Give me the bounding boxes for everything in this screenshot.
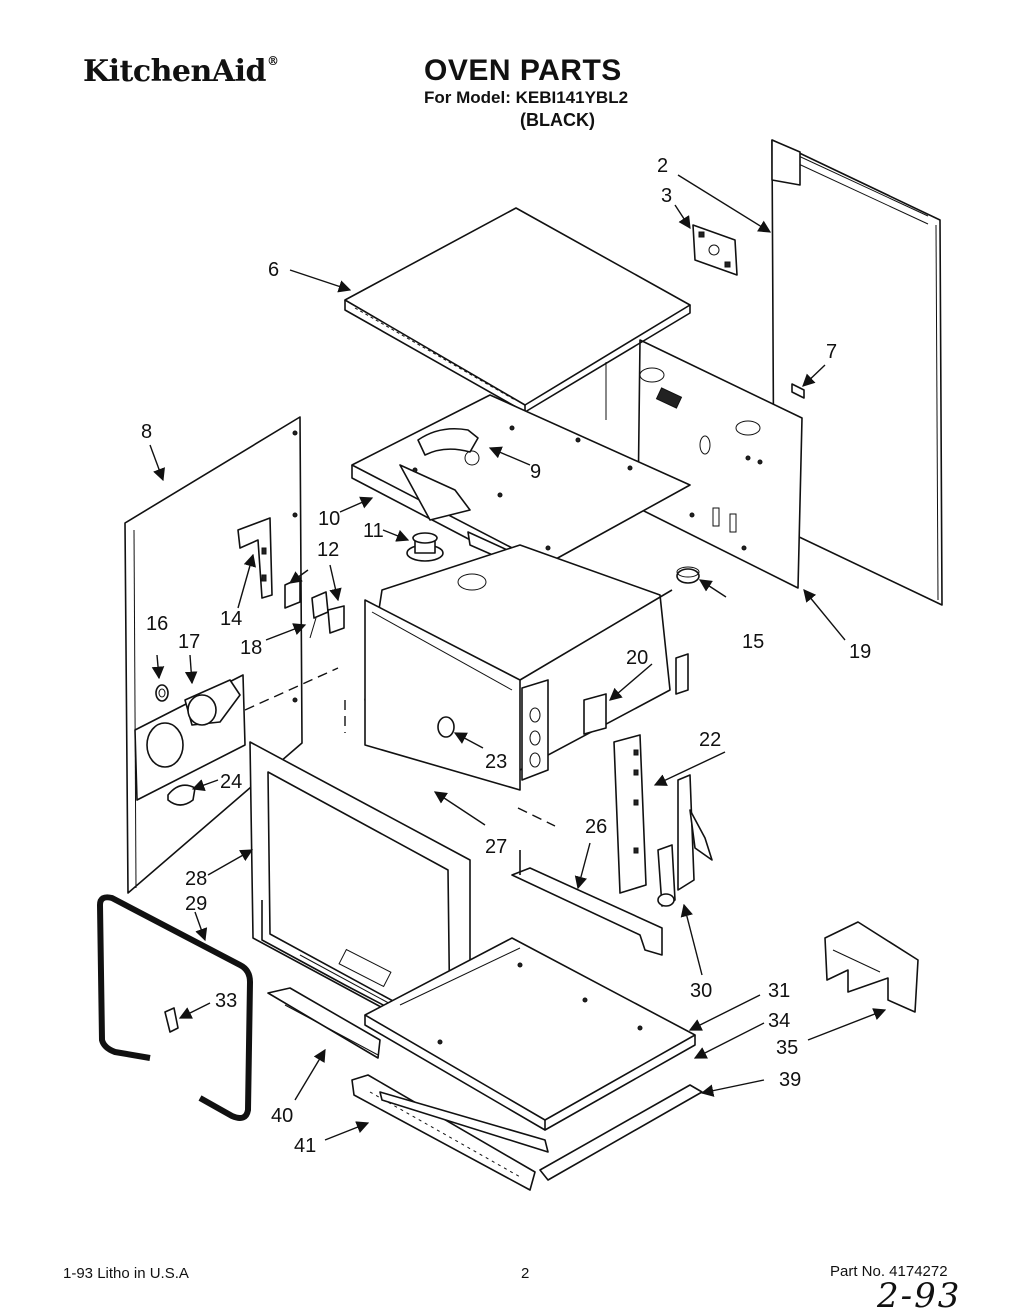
- part-side-rail: [511, 850, 663, 956]
- part-hinge-receiver: [613, 734, 647, 894]
- callout-20: 39: [779, 1069, 801, 1091]
- callout-28: 30: [690, 980, 712, 1002]
- part-side-bracket: [237, 517, 273, 599]
- callout-6: 6: [268, 259, 279, 281]
- part-door-hinge: [657, 774, 713, 907]
- callout-40: 34: [768, 1010, 790, 1032]
- callout-39: 7: [826, 341, 837, 363]
- part-number: Part No. 4174272: [830, 1263, 948, 1280]
- part-cap: [676, 566, 700, 584]
- page-number: 2: [521, 1265, 530, 1282]
- part-bottom-pan: [364, 937, 696, 1131]
- part-door-gasket: [97, 894, 253, 1121]
- callout-30: 15: [742, 631, 764, 653]
- part-rear-panel: [771, 139, 943, 606]
- handwritten-date: 2-93: [877, 1276, 962, 1316]
- callout-9: 11: [363, 520, 384, 542]
- part-hinge-cover: [267, 987, 381, 1059]
- callout-2: 3: [661, 185, 672, 207]
- callout-12: 24: [220, 771, 242, 793]
- footer-litho: 1-93 Litho in U.S.A: [63, 1265, 189, 1282]
- callout-33: 40: [271, 1105, 293, 1127]
- callout-11: 16: [146, 613, 168, 635]
- part-bracket: [692, 224, 738, 276]
- callout-24: 22: [699, 729, 721, 751]
- callout-31: 18: [240, 637, 262, 659]
- part-top-panel: [344, 207, 691, 413]
- leader-lines: [149, 174, 887, 1141]
- callout-26: 19: [849, 641, 871, 663]
- callout-23: 20: [626, 647, 648, 669]
- color-variant: (BLACK): [520, 110, 595, 130]
- part-clip: [791, 383, 805, 399]
- callout-35: 9: [530, 461, 541, 483]
- part-grommet: [406, 532, 444, 562]
- callout-27: 27: [485, 836, 507, 858]
- callout-16: 33: [215, 990, 237, 1012]
- callout-41: 35: [776, 1037, 798, 1059]
- registered-mark: ®: [266, 54, 279, 68]
- callout-10: 17: [178, 631, 200, 653]
- callout-3: 2: [657, 155, 668, 177]
- callout-15: 29: [185, 893, 207, 915]
- part-mount-plate: [583, 693, 607, 735]
- callout-7: 10: [318, 508, 340, 530]
- callout-34: 41: [294, 1135, 316, 1157]
- brand-logo: KitchenAid®: [83, 54, 279, 89]
- callout-18: 12: [317, 539, 339, 561]
- callout-14: 28: [185, 868, 207, 890]
- model-line: For Model: KEBI141YBL2: [424, 88, 629, 107]
- page-title: OVEN PARTS: [424, 54, 622, 87]
- callout-labels: 2 3 6 7 8 9 10 11 12 14 15 16 17 18 19 2…: [141, 155, 871, 1157]
- part-lamp-assembly: [146, 679, 241, 806]
- callout-19: 31: [768, 980, 790, 1002]
- callout-8: 8: [141, 421, 152, 443]
- part-corner-bracket: [824, 921, 919, 1013]
- callout-17: 14: [220, 608, 242, 630]
- callout-22: 26: [585, 816, 607, 838]
- part-back-panel: [605, 339, 803, 589]
- callout-29: 23: [485, 751, 507, 773]
- part-switch: [284, 577, 345, 639]
